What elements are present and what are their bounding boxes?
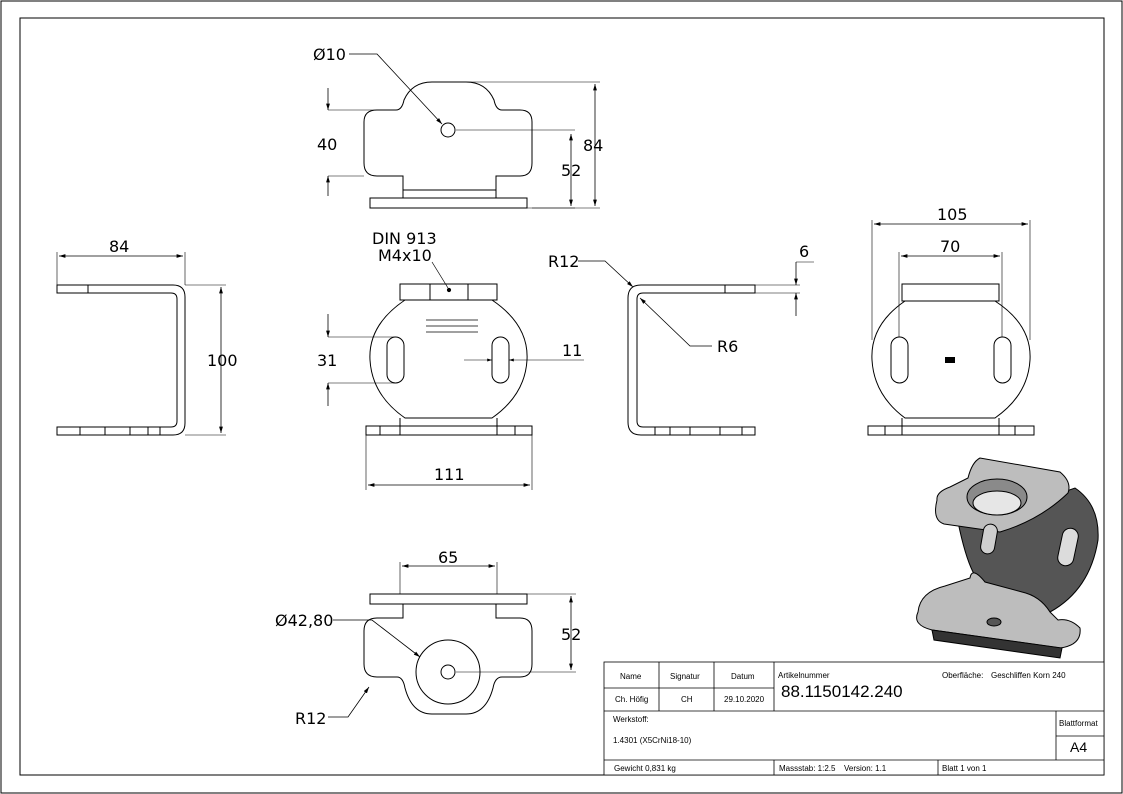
top-view-outline — [363, 81, 533, 190]
front-view-base — [365, 425, 533, 436]
back-view — [867, 220, 1035, 436]
iso-base-hole — [986, 617, 1002, 627]
dim-bottom-65: 65 — [438, 548, 458, 567]
back-view-body — [871, 300, 1031, 419]
isometric-view — [916, 457, 1099, 659]
bottom-view-flange — [369, 593, 528, 605]
tb-blattformat-value: A4 — [1070, 739, 1087, 755]
top-view-flange — [369, 197, 528, 209]
dim-front-31: 31 — [317, 351, 337, 370]
tb-signatur-value: CH — [681, 695, 693, 704]
slot-left — [386, 336, 405, 384]
dim-back-105: 105 — [937, 205, 968, 224]
back-view-top-plate — [901, 283, 1000, 302]
iso-slot-2 — [980, 523, 998, 555]
dim-top-40: 40 — [317, 135, 337, 154]
left-view — [56, 252, 226, 436]
slot-right — [491, 336, 510, 384]
front-view-body — [369, 299, 528, 419]
tb-oberflaeche-value: Geschliffen Korn 240 — [991, 671, 1066, 680]
back-slot-right — [993, 336, 1012, 384]
bottom-view-outline — [363, 604, 533, 715]
dim-front-111: 111 — [434, 465, 465, 484]
tb-datum-label: Datum — [731, 672, 755, 681]
tb-oberflaeche-label: Oberfläche: — [942, 671, 983, 680]
back-view-base — [867, 425, 1035, 436]
tb-artikel-label: Artikelnummer — [778, 671, 830, 680]
dim-back-70: 70 — [940, 237, 960, 256]
dim-bottom-52: 52 — [561, 625, 581, 644]
dim-bottom-r12: R12 — [295, 709, 326, 728]
dim-r6: R6 — [717, 337, 738, 356]
tb-blatt: Blatt 1 von 1 — [942, 764, 987, 773]
dim-side-6: 6 — [799, 242, 809, 261]
title-block-text: Name Signatur Datum Artikelnummer 88.115… — [613, 671, 1098, 773]
tb-gewicht: Gewicht 0,831 kg — [614, 764, 676, 773]
dim-left-100: 100 — [207, 351, 238, 370]
tb-signatur-label: Signatur — [670, 672, 700, 681]
bottom-view-center-hole — [440, 664, 456, 680]
dim-top-hole-dia: Ø10 — [313, 45, 346, 64]
note-din-913: DIN 913 — [372, 229, 437, 248]
tb-massstab: Massstab: 1:2.5 — [779, 764, 836, 773]
tb-version: Version: 1.1 — [844, 764, 887, 773]
top-view — [326, 53, 600, 209]
front-view — [326, 261, 584, 490]
top-view-hole — [440, 122, 456, 138]
right-side-profile — [627, 284, 756, 436]
dim-front-11: 11 — [562, 341, 582, 360]
bottom-view — [328, 562, 576, 718]
dim-r12-side: R12 — [548, 252, 579, 271]
iso-slot-1 — [1057, 527, 1079, 567]
title-block — [603, 661, 1105, 776]
sheet-border-inner — [19, 17, 1105, 776]
tb-name-label: Name — [620, 672, 642, 681]
left-view-profile — [56, 284, 186, 436]
set-screw-hole — [446, 287, 452, 293]
dim-left-84: 84 — [109, 237, 129, 256]
dim-top-84: 84 — [583, 136, 603, 155]
dim-top-52: 52 — [561, 161, 581, 180]
dim-bottom-hole-dia: Ø42,80 — [275, 611, 333, 630]
tb-werkstoff-label: Werkstoff: — [613, 715, 649, 724]
back-view-marking — [945, 357, 955, 363]
tb-datum-value: 29.10.2020 — [724, 695, 765, 704]
tb-werkstoff-value: 1.4301 (X5CrNi18-10) — [613, 736, 692, 745]
note-m4x10: M4x10 — [378, 246, 432, 265]
tb-blattformat-label: Blattformat — [1059, 719, 1098, 728]
back-slot-left — [890, 336, 909, 384]
tb-artikel-value: 88.1150142.240 — [781, 682, 903, 701]
dimension-labels: Ø10 40 52 84 84 100 DIN 913 M4x10 31 11 … — [109, 45, 968, 728]
tb-name-value: Ch. Höfig — [615, 695, 648, 704]
right-side-view — [578, 260, 814, 436]
